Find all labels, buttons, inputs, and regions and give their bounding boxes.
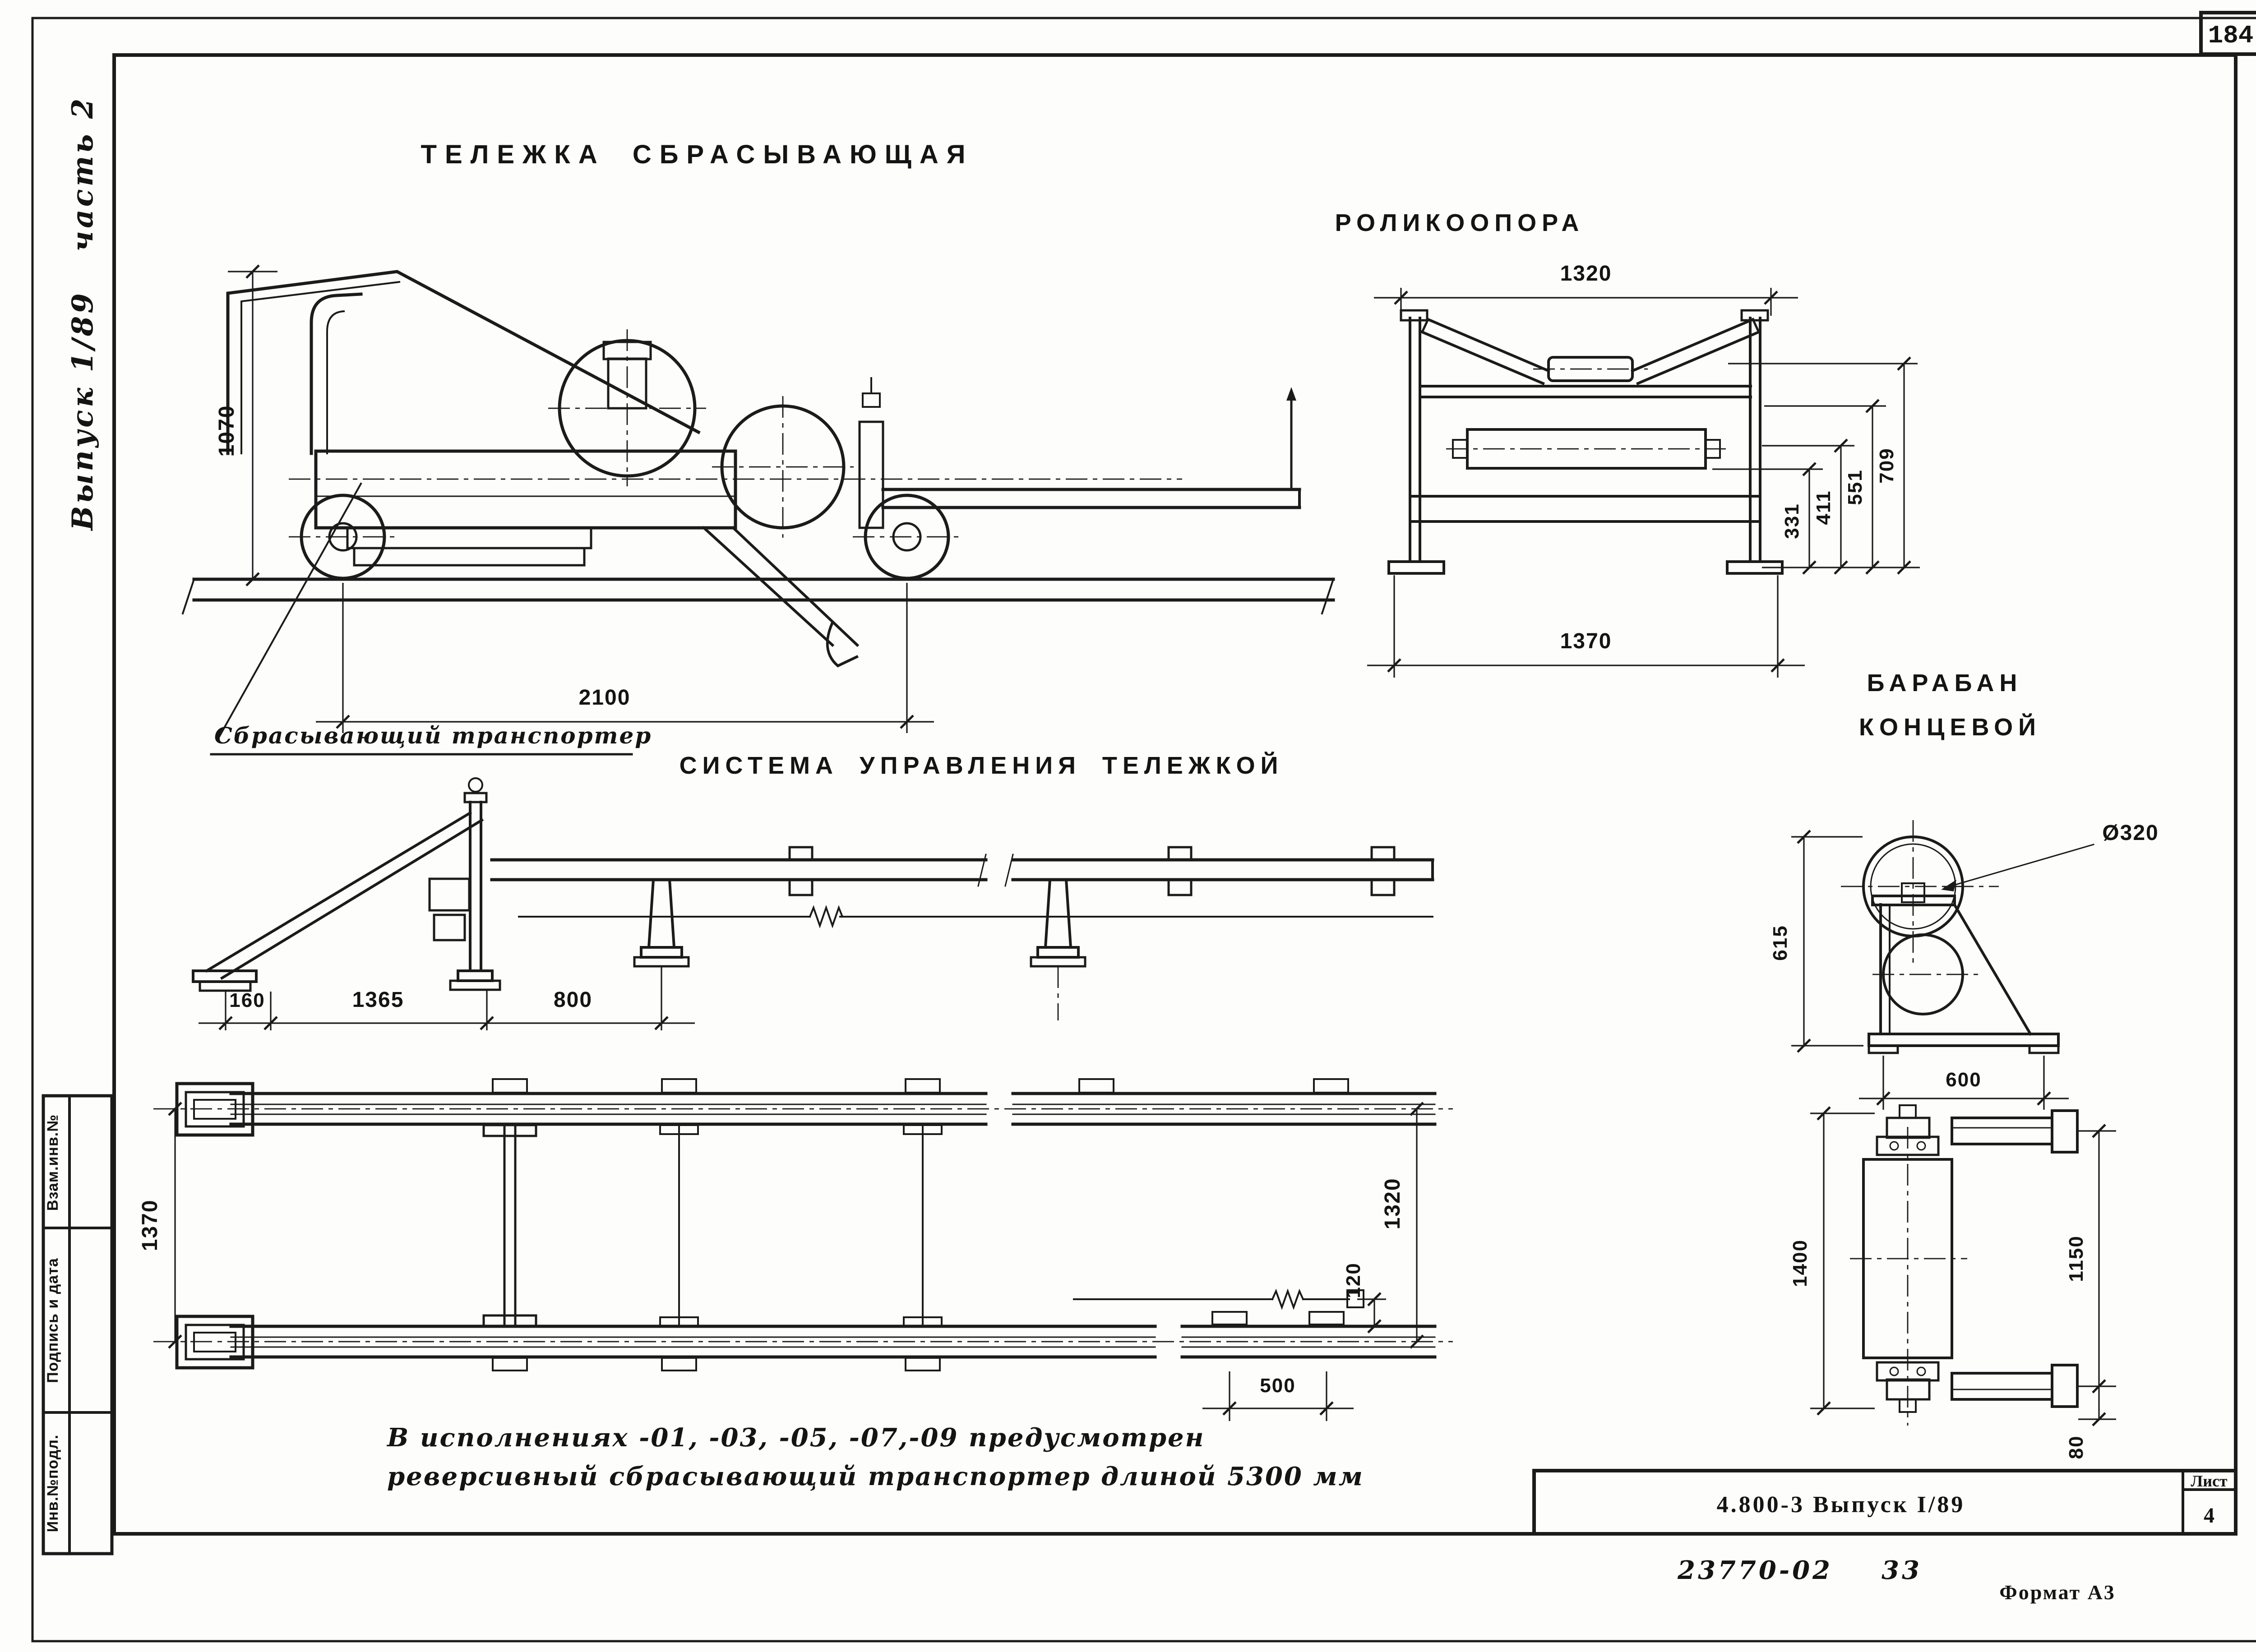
system-view: СИСТЕМА УПРАВЛЕНИЯ ТЕЛЕЖКОЙ bbox=[192, 752, 1434, 1030]
dim-1320-top: 1320 bbox=[1560, 262, 1612, 286]
trolley-conveyor-callout: Сбрасывающий транспортер bbox=[210, 482, 652, 756]
drum-side-drawing bbox=[1841, 820, 2094, 1054]
system-plan-drawing bbox=[153, 1078, 1453, 1371]
footer-marks: 23770-02 33 Формат А3 bbox=[1677, 1555, 2116, 1604]
drum-view: БАРАБАН КОНЦЕВОЙ Ø320 bbox=[1769, 669, 2159, 1459]
drum-title-line2: КОНЦЕВОЙ bbox=[1859, 713, 2041, 741]
dim-plan-1370: 1370 bbox=[138, 1200, 162, 1251]
note-line-1: В исполнениях -01, -03, -05, -07,-09 пре… bbox=[386, 1423, 1205, 1453]
trolley-drawing bbox=[181, 270, 1335, 668]
dim-dia-320: Ø320 bbox=[2102, 821, 2159, 845]
trolley-dim-height: 1070 bbox=[215, 264, 277, 586]
system-title: СИСТЕМА УПРАВЛЕНИЯ ТЕЛЕЖКОЙ bbox=[680, 752, 1284, 779]
dim-1370-bottom: 1370 bbox=[1560, 629, 1612, 653]
drum-dim-600: 600 bbox=[1859, 1056, 2069, 1110]
system-side-drawing bbox=[192, 777, 1434, 1020]
system-dims: 160 1365 800 bbox=[199, 967, 695, 1030]
drum-dim-1150-80: 1150 80 bbox=[2065, 1124, 2116, 1459]
dim-80: 80 bbox=[2065, 1435, 2087, 1459]
trolley-dim-wheelbase: 2100 bbox=[316, 583, 934, 733]
stamp-row-podpis: Подпись и дата bbox=[44, 1258, 61, 1383]
roller-dim-top: 1320 bbox=[1374, 262, 1798, 316]
dim-1070: 1070 bbox=[215, 405, 239, 457]
trolley-view: ТЕЛЕЖКА СБРАСЫВАЮЩАЯ bbox=[181, 140, 1335, 756]
dim-709: 709 bbox=[1876, 448, 1898, 483]
inventory-number: 23770-02 bbox=[1677, 1555, 1833, 1585]
drum-title-line1: БАРАБАН bbox=[1867, 669, 2023, 697]
dim-1400: 1400 bbox=[1789, 1239, 1811, 1287]
dim-1150: 1150 bbox=[2065, 1235, 2087, 1282]
dim-500: 500 bbox=[1260, 1375, 1295, 1397]
roller-dim-bottom: 1370 bbox=[1367, 575, 1805, 678]
dim-160: 160 bbox=[229, 989, 265, 1011]
margin-part-label: часть 2 bbox=[66, 96, 100, 252]
stamp-block bbox=[42, 1094, 114, 1555]
titleblock-series: 4.800-3 Выпуск I/89 bbox=[1717, 1492, 1965, 1518]
roller-title: РОЛИКООПОРА bbox=[1335, 209, 1585, 236]
dim-1365: 1365 bbox=[352, 988, 404, 1012]
note-line-2: реверсивный сбрасывающий транспортер дли… bbox=[387, 1462, 1364, 1491]
trolley-title: ТЕЛЕЖКА СБРАСЫВАЮЩАЯ bbox=[421, 140, 974, 169]
dim-plan-1320: 1320 bbox=[1381, 1178, 1405, 1230]
dim-411: 411 bbox=[1812, 490, 1835, 525]
roller-view: РОЛИКООПОРА bbox=[1335, 209, 1920, 678]
dim-600: 600 bbox=[1946, 1069, 1981, 1091]
roller-height-dims: 331 411 551 709 bbox=[1712, 356, 1920, 575]
dim-331: 331 bbox=[1781, 503, 1803, 539]
note-block: В исполнениях -01, -03, -05, -07,-09 пре… bbox=[386, 1423, 1364, 1491]
dim-615: 615 bbox=[1769, 925, 1791, 960]
drum-dim-1400: 1400 bbox=[1789, 1106, 1875, 1416]
dim-551: 551 bbox=[1844, 469, 1866, 505]
stamp-row-inv: Инв.№подл. bbox=[44, 1435, 61, 1532]
dim-120: 120 bbox=[1342, 1262, 1364, 1298]
stamp-row-vzam: Взам.инв.№ bbox=[44, 1114, 61, 1211]
drum-plan-drawing bbox=[1850, 1104, 2079, 1426]
dim-2100: 2100 bbox=[579, 686, 631, 710]
inventory-extra: 33 bbox=[1882, 1555, 1922, 1585]
titleblock-sheet-number: 4 bbox=[2204, 1504, 2214, 1527]
format-label: Формат А3 bbox=[1999, 1581, 2116, 1604]
titleblock-sheet-label: Лист bbox=[2191, 1472, 2228, 1490]
title-block: 4.800-3 Выпуск I/89 Лист 4 bbox=[1532, 1469, 2238, 1536]
sheet-borders bbox=[31, 11, 2256, 1643]
system-plan-view: 1370 1320 500 120 bbox=[138, 1078, 1453, 1421]
page-number: 184 bbox=[2208, 21, 2254, 50]
left-margin: Выпуск 1/89 часть 2 Взам.инв.№ Подпись и… bbox=[42, 96, 114, 1555]
roller-drawing bbox=[1387, 309, 1784, 575]
drum-dim-615: 615 bbox=[1769, 830, 1863, 1053]
margin-issue-label: Выпуск 1/89 bbox=[66, 291, 100, 531]
system-plan-dims: 1370 1320 500 120 bbox=[138, 1102, 1424, 1421]
dim-800: 800 bbox=[554, 988, 592, 1012]
conveyor-label: Сбрасывающий транспортер bbox=[214, 722, 652, 749]
